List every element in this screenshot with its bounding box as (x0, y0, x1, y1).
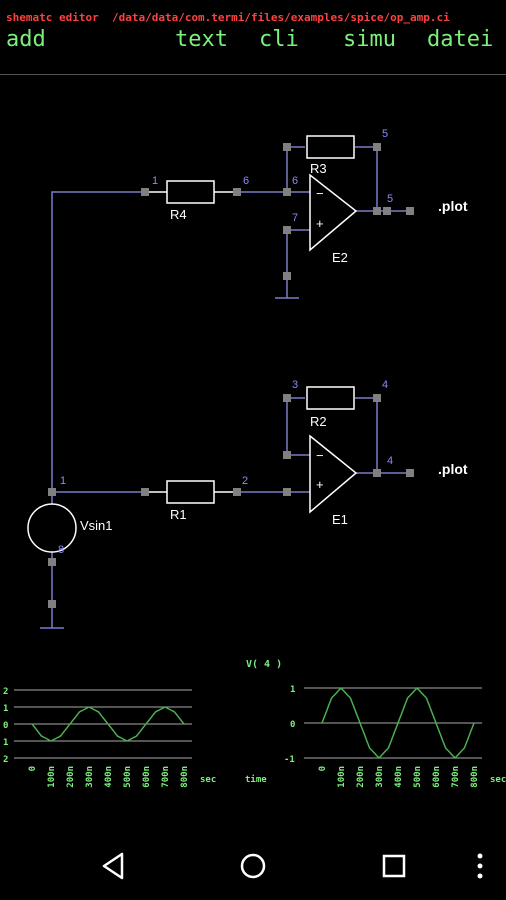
trace-line (321, 686, 475, 760)
node-label: 6 (243, 175, 249, 187)
r1-symbol[interactable] (166, 480, 215, 504)
recents-icon[interactable] (376, 848, 412, 884)
x-tick-label: 800n (470, 766, 480, 788)
back-icon[interactable] (96, 848, 132, 884)
plot-label: .plot (438, 198, 468, 214)
x-tick-label: 0 (318, 766, 328, 771)
left-y-tick: 2 (3, 687, 8, 697)
vsin1-symbol[interactable] (27, 503, 77, 553)
right-y-tick: -1 (284, 755, 295, 765)
menu-text[interactable]: text (175, 27, 228, 52)
node-label: 1 (152, 175, 158, 187)
x-tick-label: 300n (85, 766, 95, 788)
right-gridlines (304, 687, 482, 759)
node-label: 7 (292, 212, 298, 224)
left-y-tick: 2 (3, 755, 8, 765)
components (27, 135, 358, 553)
app-title-path: shematc editor /data/data/com.termi/file… (6, 11, 450, 24)
e2-symbol[interactable] (309, 173, 358, 252)
left-x-unit: sec (200, 775, 216, 785)
left-y-tick: 1 (3, 738, 8, 748)
vsin1-label: Vsin1 (80, 518, 113, 533)
right-x-unit: sec (490, 775, 506, 785)
x-tick-label: 200n (356, 766, 366, 788)
x-tick-label: 500n (413, 766, 423, 788)
menu-simu[interactable]: simu (343, 27, 396, 52)
node-label: 5 (382, 128, 388, 140)
x-tick-label: 400n (394, 766, 404, 788)
x-tick-label: 200n (66, 766, 76, 788)
x-tick-label: 700n (451, 766, 461, 788)
left-y-tick: 1 (3, 704, 8, 714)
trace-line (31, 706, 185, 742)
menu-cli[interactable]: cli (259, 27, 299, 52)
menu-bar: add text cli simu datei (0, 26, 506, 56)
pins (48, 143, 414, 608)
x-tick-label: 300n (375, 766, 385, 788)
r3-label: R3 (310, 161, 327, 176)
x-tick-label: 500n (123, 766, 133, 788)
plot-right: V( 4 ) 1 0 -1 sec 0 100n 200n 300n 400n 500n 6… (246, 659, 506, 788)
plot-left: 2 1 0 1 2 sec time 0 100n 200n 300n 400n 500n… (3, 687, 267, 788)
menu-datei[interactable]: datei (427, 27, 494, 52)
r4-label: R4 (170, 207, 187, 222)
x-tick-label: 800n (180, 766, 190, 788)
x-tick-label: 0 (28, 766, 38, 771)
r4-symbol[interactable] (166, 180, 215, 204)
plot-label: .plot (438, 461, 468, 477)
opamp-plus-sign: + (316, 477, 324, 492)
plot-labels: .plot .plot (438, 198, 468, 477)
left-gridlines (14, 689, 192, 759)
left-y-tick: 0 (3, 721, 8, 731)
node-label: 3 (292, 379, 298, 391)
node-label: 2 (242, 475, 248, 487)
x-tick-label: 600n (432, 766, 442, 788)
component-labels: R4 R3 E2 R2 R1 E1 Vsin1 − + − + (80, 161, 348, 533)
x-tick-label: 700n (161, 766, 171, 788)
e1-symbol[interactable] (309, 434, 358, 514)
r3-symbol[interactable] (306, 135, 355, 159)
schematic-canvas[interactable]: 1 6 6 5 5 7 3 4 4 1 2 8 R4 R3 E2 R2 R1 E… (0, 0, 506, 830)
r2-label: R2 (310, 414, 327, 429)
nav-bar (0, 830, 506, 900)
e1-label: E1 (332, 512, 348, 527)
r2-symbol[interactable] (306, 386, 355, 410)
x-tick-label: 600n (142, 766, 152, 788)
left-trace (31, 706, 185, 742)
left-x-label: time (245, 774, 267, 785)
right-trace (321, 686, 475, 760)
node-label: 5 (387, 193, 393, 205)
opamp-plus-sign: + (316, 216, 324, 231)
node-label: 6 (292, 175, 298, 187)
right-plot-title: V( 4 ) (246, 659, 282, 670)
menu-add[interactable]: add (6, 27, 46, 52)
node-label: 4 (382, 379, 388, 391)
divider (0, 74, 506, 75)
home-icon[interactable] (235, 848, 271, 884)
right-y-tick: 0 (290, 720, 295, 730)
right-y-tick: 1 (290, 685, 295, 695)
node-labels: 1 6 6 5 5 7 3 4 4 1 2 8 (58, 128, 393, 556)
opamp-minus-sign: − (316, 448, 324, 463)
node-label: 8 (58, 544, 64, 556)
title-bar: shematc editor /data/data/com.termi/file… (0, 0, 506, 28)
overflow-icon[interactable] (462, 848, 498, 884)
e2-label: E2 (332, 250, 348, 265)
x-tick-label: 100n (47, 766, 57, 788)
opamp-minus-sign: − (316, 186, 324, 201)
r1-label: R1 (170, 507, 187, 522)
node-label: 4 (387, 455, 393, 467)
x-tick-label: 100n (337, 766, 347, 788)
x-tick-label: 400n (104, 766, 114, 788)
node-label: 1 (60, 475, 66, 487)
